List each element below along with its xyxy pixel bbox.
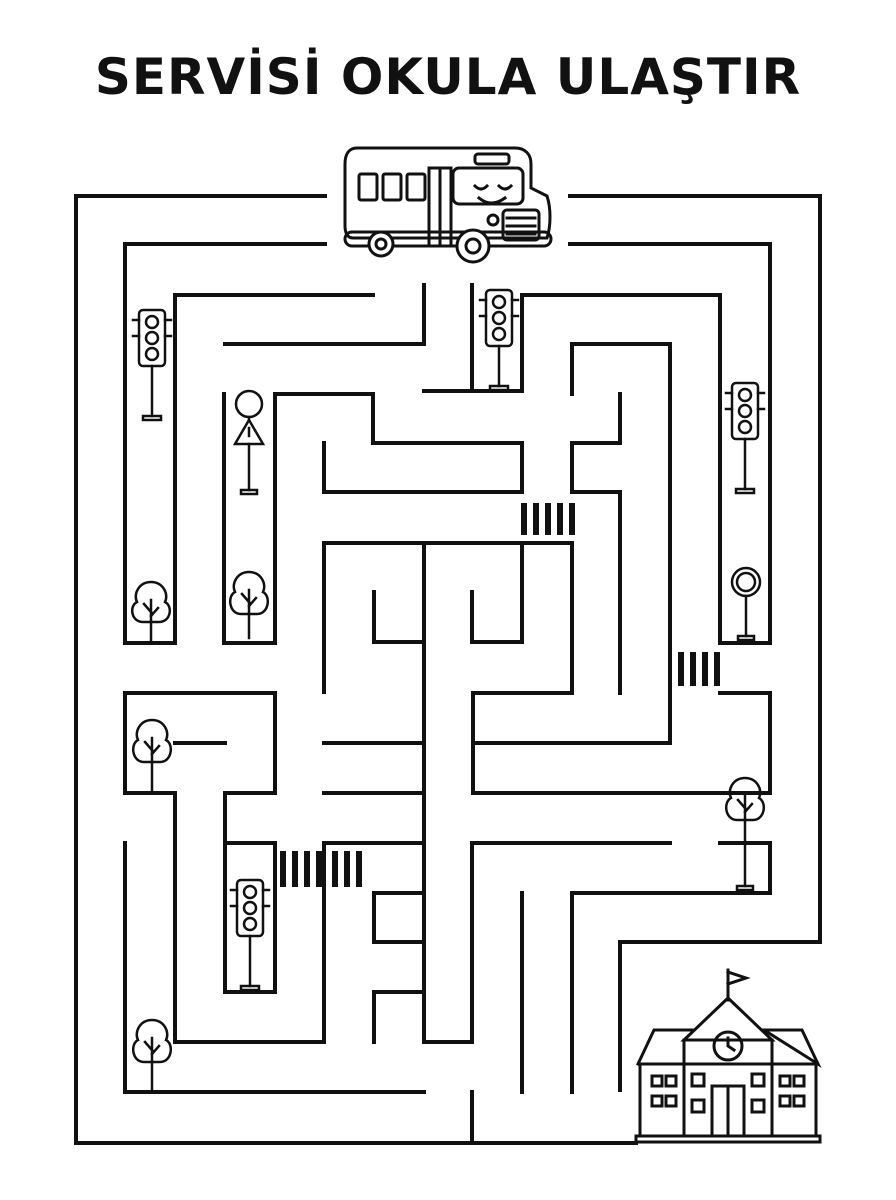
stop-sign-icon	[730, 566, 762, 642]
school-bus-icon	[343, 146, 553, 264]
traffic-light-icon	[131, 308, 173, 422]
traffic-light-icon	[478, 288, 520, 392]
maze-walls	[123, 242, 772, 1145]
traffic-light-icon	[229, 878, 271, 992]
school-building-icon	[634, 968, 822, 1144]
tree-icon	[131, 718, 173, 792]
maze-outer-wall	[74, 194, 822, 1145]
crosswalk-icon	[678, 652, 720, 686]
page-title: SERVİSİ OKULA ULAŞTIR	[94, 48, 802, 106]
crosswalk-icon	[521, 503, 575, 535]
tree-icon	[130, 580, 172, 644]
traffic-light-icon	[724, 381, 766, 495]
tree-icon	[228, 570, 270, 640]
crosswalk-icon	[280, 851, 362, 887]
tree-icon	[724, 776, 766, 892]
warning-sign-icon	[232, 389, 266, 496]
tree-icon	[131, 1018, 173, 1092]
